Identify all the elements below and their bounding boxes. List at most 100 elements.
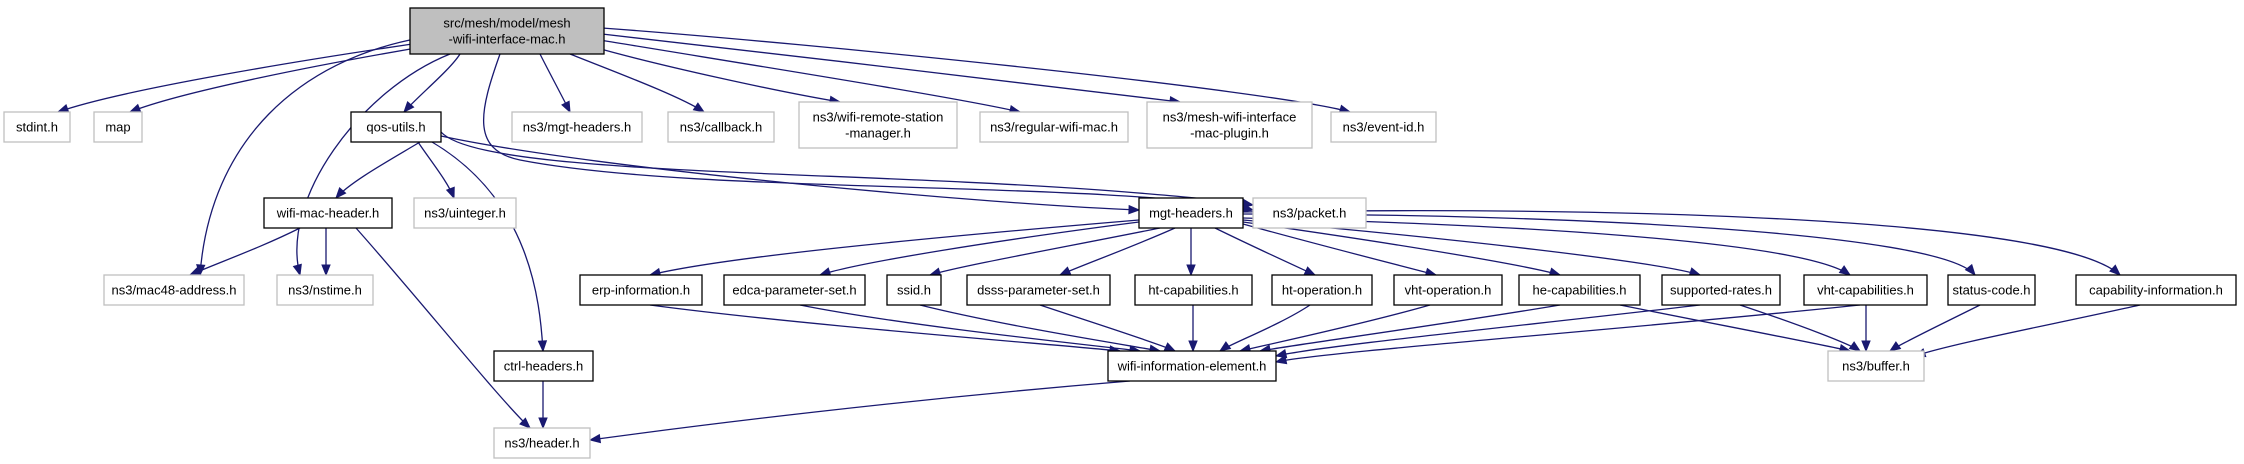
node-ctrl[interactable]: ctrl-headers.h	[493, 350, 594, 382]
node-label: erp-information.h	[592, 283, 690, 298]
node-label: ns3/mac48-address.h	[111, 283, 236, 298]
nodes-layer: src/mesh/model/mesh-wifi-interface-mac.h…	[3, 7, 2237, 459]
node-label: capability-information.h	[2089, 283, 2223, 298]
edge-line	[589, 45, 841, 103]
edge-suprates-to-wie	[1274, 304, 1701, 359]
node-label: qos-utils.h	[366, 120, 425, 135]
node-label: -manager.h	[845, 126, 911, 141]
node-hecap[interactable]: he-capabilities.h	[1518, 274, 1641, 306]
edge-line	[569, 53, 705, 113]
node-stdint: stdint.h	[3, 111, 71, 143]
edge-line	[1619, 304, 1851, 352]
edge-erp-to-wie	[649, 304, 1122, 355]
node-label: -mac-plugin.h	[1190, 126, 1269, 141]
node-box	[93, 111, 143, 143]
node-box	[350, 111, 442, 143]
edge-vhtcap-to-wie	[1274, 304, 1861, 365]
node-label: vht-operation.h	[1405, 283, 1492, 298]
node-box	[413, 197, 517, 229]
node-capinfo[interactable]: capability-information.h	[2075, 274, 2237, 306]
node-dsss[interactable]: dsss-parameter-set.h	[966, 274, 1111, 306]
edge-arrowhead	[445, 186, 455, 200]
edge-arrowhead	[561, 100, 571, 114]
edge-arrowhead	[403, 100, 415, 114]
edge-dsss-to-wie	[1039, 304, 1177, 352]
node-box	[1330, 111, 1437, 143]
edge-line	[929, 227, 1161, 276]
node-box	[1393, 274, 1503, 306]
node-label: ns3/mesh-wifi-interface	[1163, 110, 1297, 125]
node-root[interactable]: src/mesh/model/mesh-wifi-interface-mac.h	[409, 7, 605, 55]
edge-arrowhead	[2109, 264, 2121, 276]
edge-line	[355, 227, 531, 429]
node-ssid[interactable]: ssid.h	[886, 274, 942, 306]
edge-root-to-mgth_ns3	[539, 53, 571, 114]
edge-arrowhead	[1274, 355, 1288, 365]
node-vhtop[interactable]: vht-operation.h	[1393, 274, 1503, 306]
edge-line	[440, 135, 1140, 211]
node-regular: ns3/regular-wifi-mac.h	[979, 111, 1129, 143]
edge-vhtcap-to-buffer	[1861, 305, 1871, 353]
node-wie[interactable]: wifi-information-element.h	[1107, 350, 1277, 382]
node-box	[409, 7, 605, 55]
edge-root-to-eventid	[601, 27, 1352, 114]
node-box	[579, 274, 703, 306]
edge-root-to-nstime	[292, 53, 451, 277]
node-wrsm: ns3/wifi-remote-station-manager.h	[798, 101, 958, 149]
edge-arrowhead	[1303, 266, 1317, 276]
node-mgt[interactable]: mgt-headers.h	[1138, 197, 1244, 229]
edge-arrowhead	[692, 102, 706, 113]
node-label: -wifi-interface-mac.h	[448, 32, 565, 47]
edge-status-to-buffer	[1888, 304, 1981, 352]
node-label: ns3/buffer.h	[1842, 359, 1910, 374]
node-vhtcap[interactable]: vht-capabilities.h	[1803, 274, 1928, 306]
node-status[interactable]: status-code.h	[1947, 274, 2036, 306]
node-box	[1271, 274, 1373, 306]
edge-suprates-to-buffer	[1739, 304, 1862, 352]
node-edca[interactable]: edca-parameter-set.h	[723, 274, 866, 306]
node-wmh[interactable]: wifi-mac-header.h	[263, 197, 393, 229]
node-box	[1803, 274, 1928, 306]
node-box	[1146, 101, 1313, 149]
edge-arrowhead	[1838, 265, 1852, 276]
node-label: edca-parameter-set.h	[732, 283, 856, 298]
node-label: wifi-information-element.h	[1117, 359, 1267, 374]
node-packet: ns3/packet.h	[1252, 197, 1367, 229]
node-label: map	[105, 120, 130, 135]
edge-edca-to-wie	[799, 304, 1142, 355]
node-label: ht-capabilities.h	[1148, 283, 1238, 298]
edge-line	[189, 227, 301, 276]
edge-arrowhead	[335, 186, 347, 200]
node-erp[interactable]: erp-information.h	[579, 274, 703, 306]
node-mgth_ns3: ns3/mgt-headers.h	[511, 111, 643, 143]
edge-root-to-meshplugin	[601, 33, 1182, 106]
edge-arrowhead	[1186, 264, 1196, 277]
edge-wie-to-header	[588, 380, 1131, 444]
node-map: map	[93, 111, 143, 143]
edge-arrowhead	[1163, 342, 1177, 352]
edge-root-to-stdint	[56, 39, 441, 113]
node-box	[667, 111, 775, 143]
node-label: ht-operation.h	[1282, 283, 1362, 298]
edge-line	[57, 39, 441, 113]
edge-arrowhead	[1274, 349, 1288, 359]
edge-mgt-to-status	[1242, 213, 1976, 277]
edge-line	[1914, 304, 2141, 357]
node-box	[493, 427, 591, 459]
node-box	[966, 274, 1111, 306]
edge-line	[1242, 221, 1561, 276]
edge-mgt-to-hecap	[1242, 221, 1562, 277]
edge-line	[1239, 304, 1431, 352]
node-htcap[interactable]: ht-capabilities.h	[1134, 274, 1253, 306]
node-htop[interactable]: ht-operation.h	[1271, 274, 1373, 306]
edge-arrowhead	[1888, 341, 1902, 352]
edge-qos-to-wmh	[335, 141, 421, 200]
node-label: supported-rates.h	[1670, 283, 1772, 298]
edge-line	[799, 304, 1141, 352]
node-label: vht-capabilities.h	[1817, 283, 1914, 298]
edge-line	[1242, 223, 1437, 276]
node-qos[interactable]: qos-utils.h	[350, 111, 442, 143]
node-suprates[interactable]: supported-rates.h	[1661, 274, 1781, 306]
edge-arrowhead	[519, 417, 531, 429]
edge-qos-to-ctrl	[431, 141, 548, 353]
